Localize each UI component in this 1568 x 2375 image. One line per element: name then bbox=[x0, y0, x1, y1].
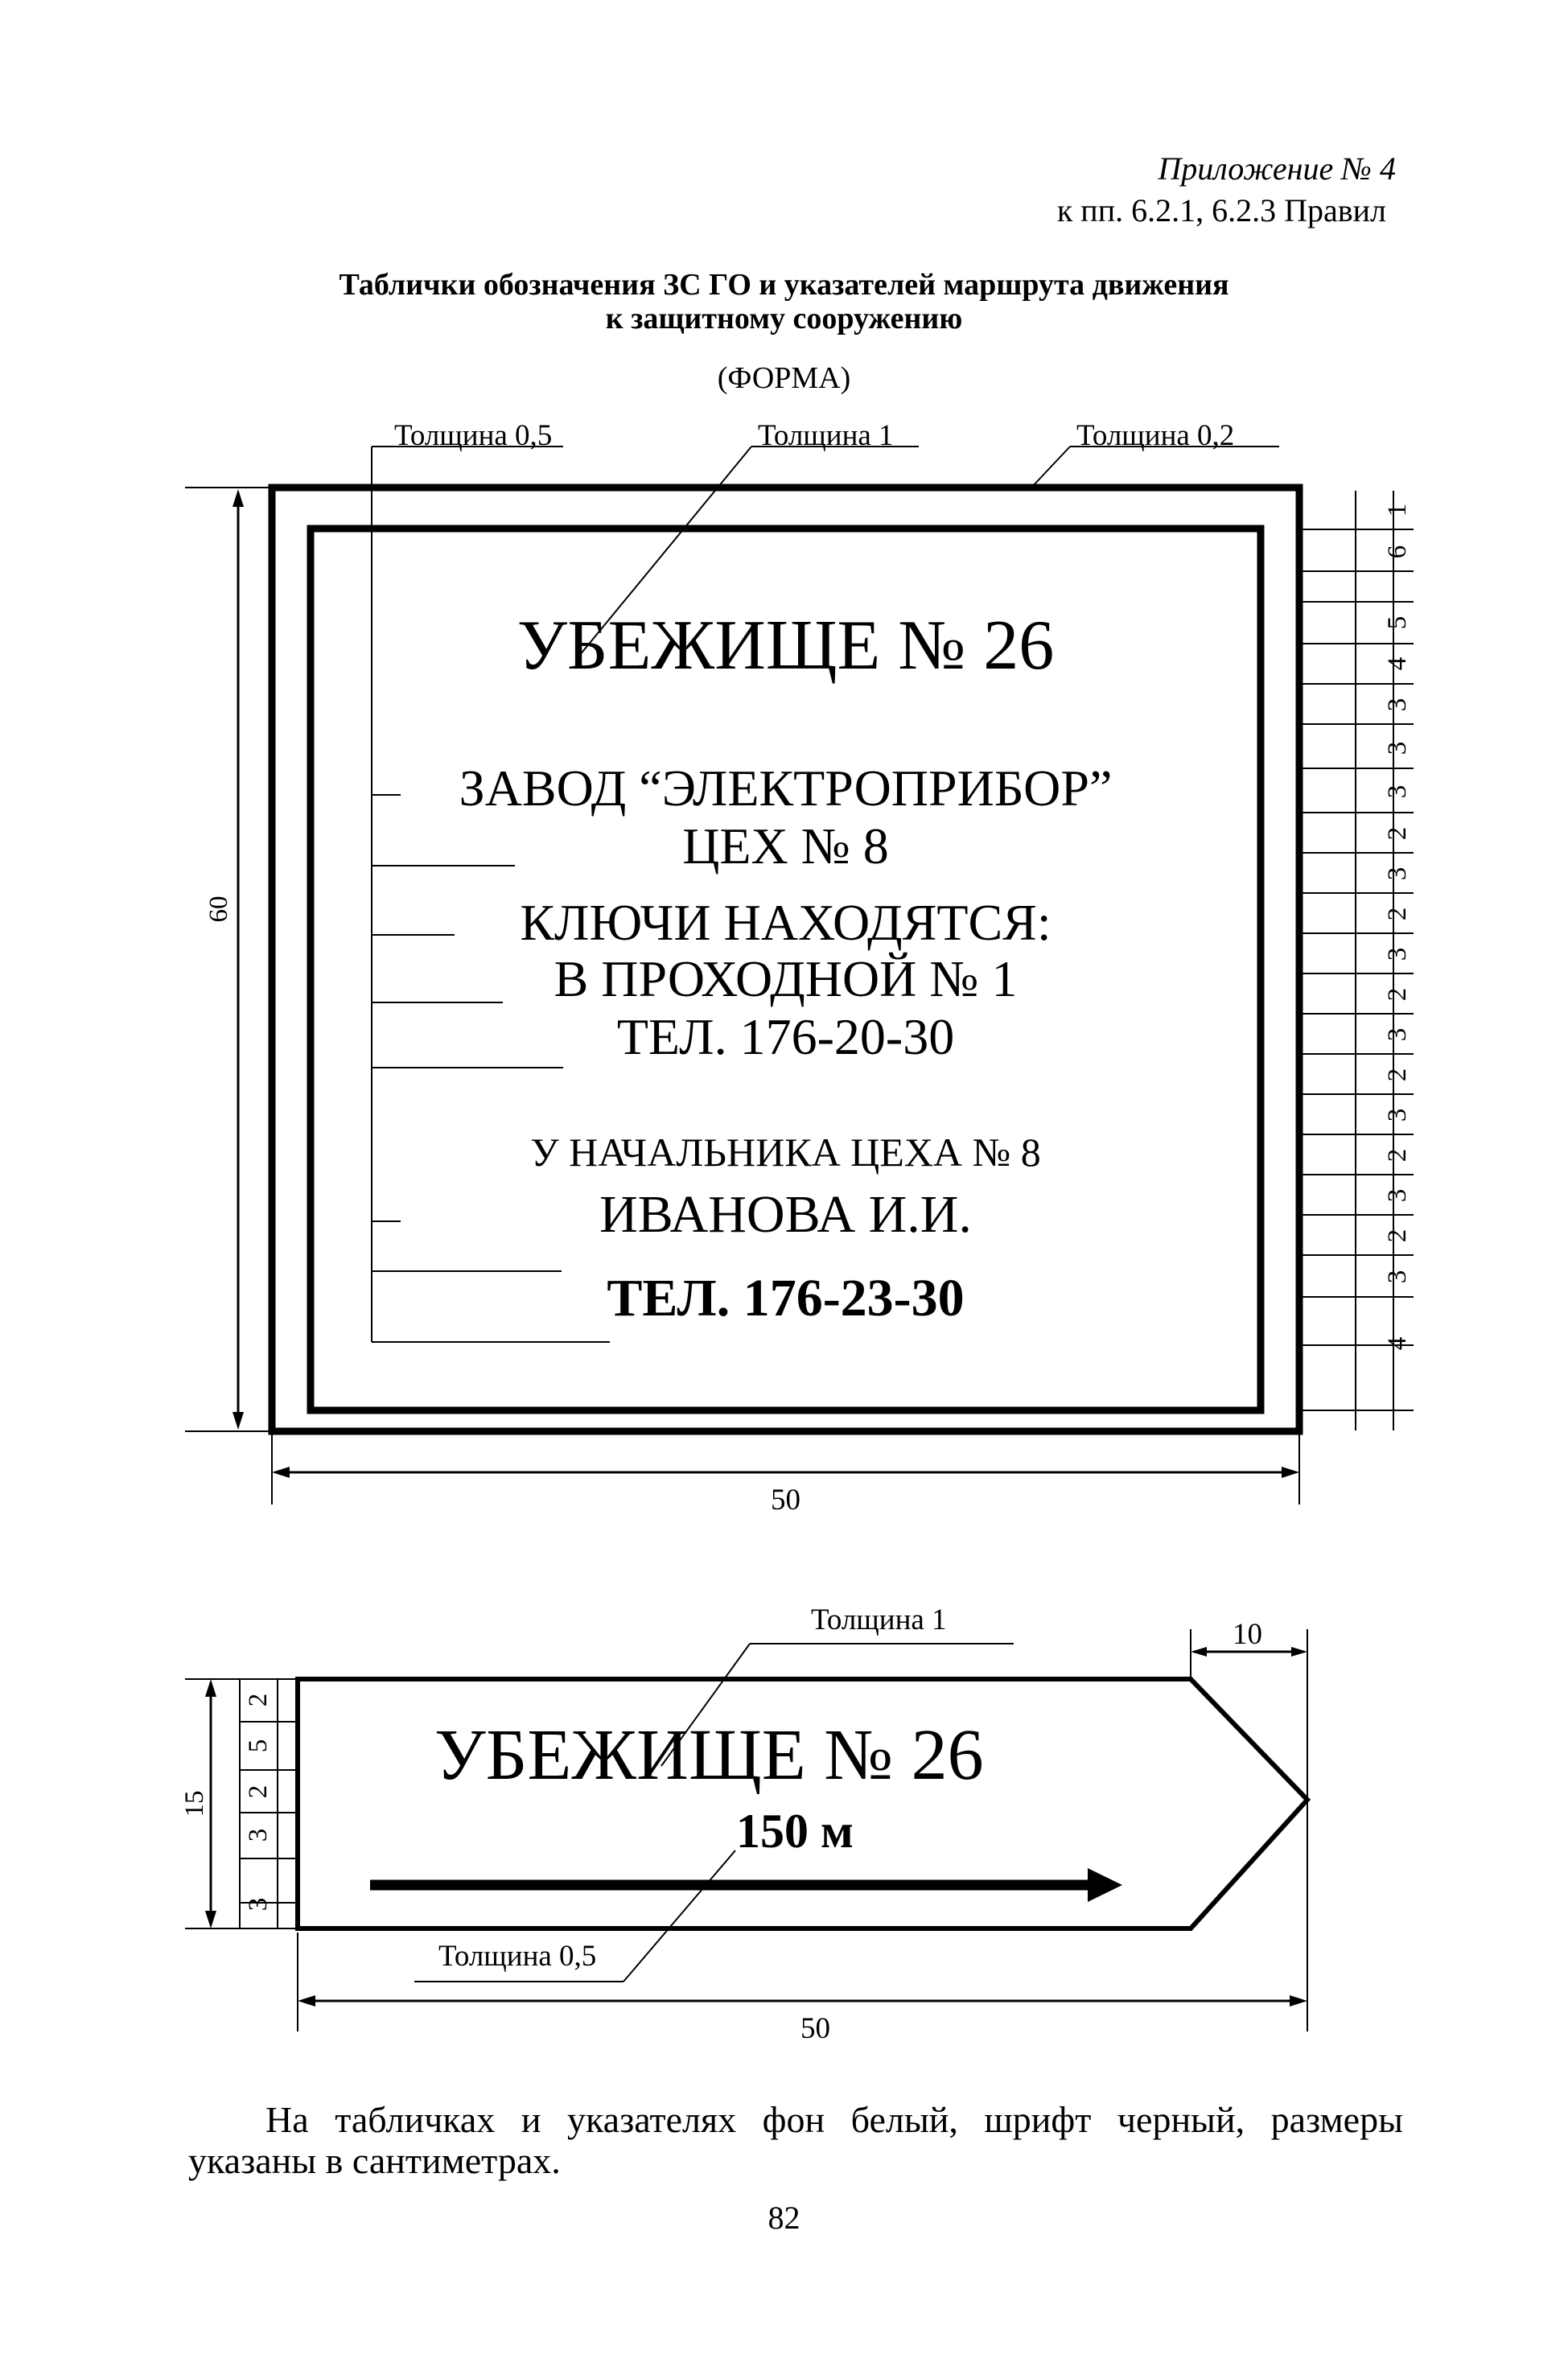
plate-line-factory: ЗАВОД “ЭЛЕКТРОПРИБОР” bbox=[459, 759, 1113, 817]
plate-line-chief: У НАЧАЛЬНИКА ЦЕХА № 8 bbox=[530, 1130, 1041, 1175]
plate-scale-tick: 3 bbox=[1383, 698, 1412, 712]
plate-line-keys: КЛЮЧИ НАХОДЯТСЯ: bbox=[520, 894, 1052, 951]
pointer-outline bbox=[295, 1677, 1311, 1931]
plate-inner-frame bbox=[307, 525, 1265, 1414]
plate-scale-tick: 3 bbox=[1383, 741, 1412, 755]
pointer-thickness-top-label: Толщина 1 bbox=[811, 1603, 947, 1636]
plate-scale-tick: 2 bbox=[1383, 826, 1412, 841]
plate-line-phone-1: ТЕЛ. 176-20-30 bbox=[616, 1008, 955, 1065]
pointer-thickness-bottom-label: Толщина 0,5 bbox=[438, 1940, 597, 1973]
pointer-arrowhead bbox=[1088, 1868, 1122, 1902]
plate-scale-tick: 2 bbox=[1383, 1068, 1412, 1082]
document-title-line1: Таблички обозначения ЗС ГО и указателей … bbox=[339, 268, 1229, 302]
pointer-scale-tick: 3 bbox=[244, 1828, 273, 1842]
plate-scale-tick: 3 bbox=[1383, 947, 1412, 961]
plate-outer-frame bbox=[268, 484, 1303, 1435]
plate-height-value: 60 bbox=[204, 895, 233, 923]
pointer-scale-tick: 2 bbox=[244, 1784, 273, 1799]
plate-scale-tick: 3 bbox=[1383, 1108, 1412, 1122]
pointer-scale-tick: 5 bbox=[244, 1739, 273, 1753]
plate-scale-tick: 2 bbox=[1383, 1229, 1412, 1243]
pointer-title: УБЕЖИЩЕ № 26 bbox=[434, 1715, 984, 1795]
plate-scale-tick: 3 bbox=[1383, 1027, 1412, 1042]
pointer-scale-tick: 2 bbox=[244, 1693, 273, 1707]
plate-line-phone-2: ТЕЛ. 176-23-30 bbox=[607, 1269, 965, 1327]
plate-thickness-inner-label: Толщина 0,2 bbox=[1076, 419, 1235, 452]
plate-scale-tick: 6 bbox=[1383, 545, 1412, 559]
plate-scale-tick: 3 bbox=[1383, 784, 1412, 799]
pointer-width-value: 50 bbox=[800, 2012, 830, 2045]
appendix-reference: к пп. 6.2.1, 6.2.3 Правил bbox=[1056, 192, 1386, 228]
plate-scale-tick: 2 bbox=[1383, 907, 1412, 921]
plate-line-shelter: УБЕЖИЩЕ № 26 bbox=[516, 607, 1055, 685]
document-title-line2: к защитному сооружению bbox=[605, 302, 963, 335]
appendix-label: Приложение № 4 bbox=[1158, 150, 1396, 187]
plate-line-person: ИВАНОВА И.И. bbox=[599, 1185, 972, 1244]
plate-scale-tick: 4 bbox=[1383, 1336, 1412, 1351]
plate-scale-tick: 3 bbox=[1383, 866, 1412, 881]
plate-scale-tick: 3 bbox=[1383, 1188, 1412, 1203]
plate-scale-tick: 1 bbox=[1383, 503, 1412, 517]
page-number: 82 bbox=[768, 2200, 800, 2236]
plate-scale-tick: 2 bbox=[1383, 1148, 1412, 1163]
plate-width-value: 50 bbox=[771, 1484, 800, 1517]
pointer-scale-tick: 3 bbox=[244, 1897, 273, 1912]
plate-scale-tick: 2 bbox=[1383, 987, 1412, 1002]
pointer-height-value: 15 bbox=[180, 1790, 209, 1817]
plate-thickness-outer-label: Толщина 0,5 bbox=[394, 419, 553, 452]
plate-line-checkpoint: В ПРОХОДНОЙ № 1 bbox=[554, 950, 1018, 1007]
plate-thickness-mid-label: Толщина 1 bbox=[758, 419, 894, 452]
pointer-distance: 150 м bbox=[736, 1805, 854, 1858]
plate-scale-tick: 3 bbox=[1383, 1270, 1412, 1284]
footer-note: На табличках и указателях фон белый, шри… bbox=[188, 2099, 1403, 2181]
plate-scale-tick: 4 bbox=[1383, 657, 1412, 671]
pointer-tip-dim-value: 10 bbox=[1233, 1618, 1262, 1651]
form-label: (ФОРМА) bbox=[717, 361, 851, 395]
plate-line-workshop: ЦЕХ № 8 bbox=[682, 817, 889, 875]
plate-scale-tick: 5 bbox=[1383, 615, 1412, 630]
